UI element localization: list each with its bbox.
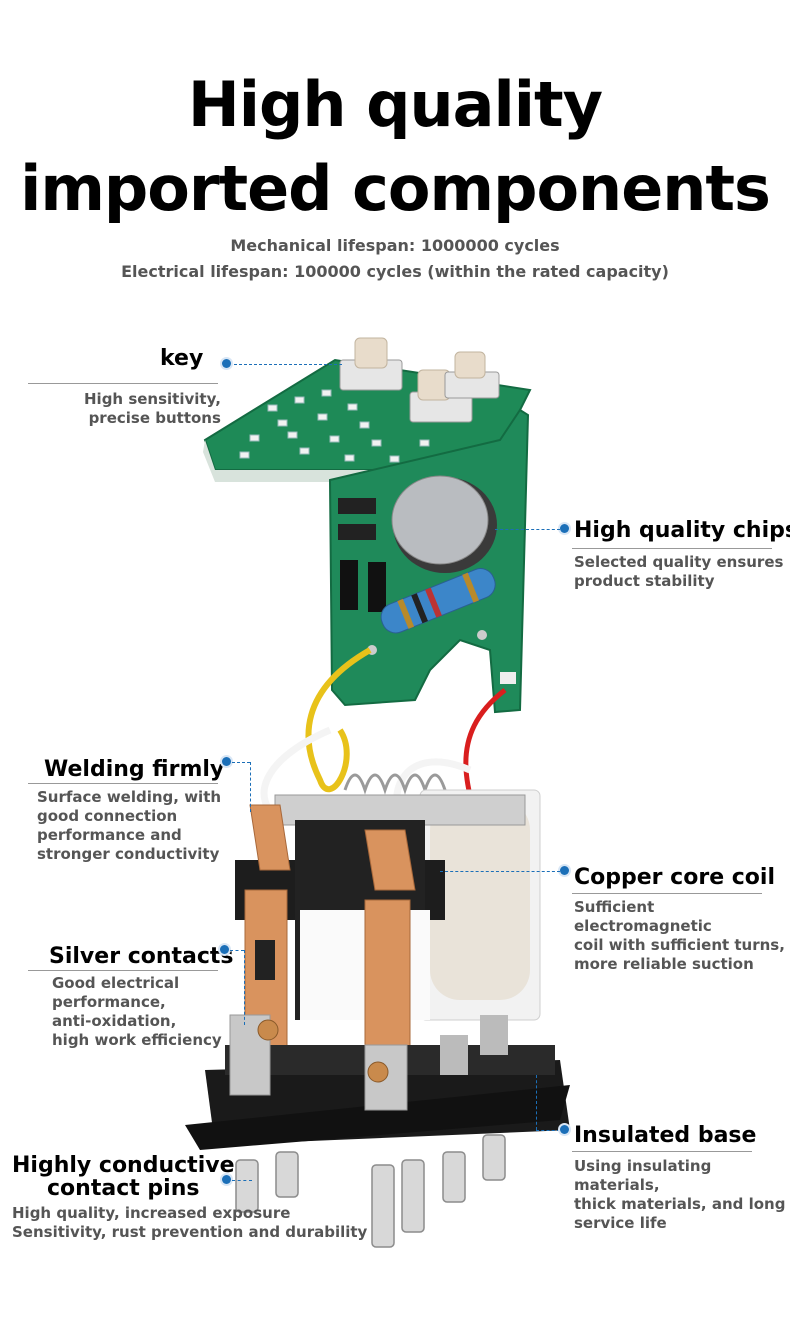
callout-silver-desc: Good electrical performance, anti-oxidat…: [52, 974, 222, 1050]
welding-desc-line-4: stronger conductivity: [37, 845, 220, 863]
relay-body: [235, 789, 541, 1086]
base-desc-line-1: Using insulating materials,: [574, 1157, 712, 1194]
key-desc-line-1: High sensitivity,: [84, 390, 221, 408]
coil-desc-line-2: coil with sufficient turns,: [574, 936, 785, 954]
silver-desc-line-2: performance,: [52, 993, 166, 1011]
base-marker-dot: [560, 1125, 569, 1134]
callout-key-desc: High sensitivity, precise buttons: [84, 390, 221, 428]
welding-desc-line-1: Surface welding, with: [37, 788, 222, 806]
contact-pins: [235, 1134, 506, 1248]
pins-leader-line: [232, 1180, 252, 1181]
base-underline: [572, 1151, 752, 1152]
silver-marker-dot: [220, 945, 229, 954]
callout-welding-desc: Surface welding, with good connection pe…: [37, 788, 221, 864]
welding-underline: [28, 783, 218, 784]
callout-key: key: [160, 346, 203, 371]
pins-marker-dot: [222, 1175, 231, 1184]
chips-desc-line-1: Selected quality ensures: [574, 553, 784, 571]
coil-leader-line: [440, 871, 560, 872]
callout-silver: Silver contacts: [49, 944, 234, 969]
page-title-line-2: imported components: [20, 152, 771, 225]
silver-desc-line-4: high work efficiency: [52, 1031, 222, 1049]
electrical-lifespan-text: Electrical lifespan: 100000 cycles (with…: [121, 262, 669, 281]
coil-title: Copper core coil: [574, 865, 776, 890]
callout-pins-desc: High quality, increased exposure Sensiti…: [12, 1204, 367, 1242]
welding-desc-line-2: good connection: [37, 807, 178, 825]
base-title: Insulated base: [574, 1123, 757, 1148]
pins-title-line-1: Highly conductive: [12, 1153, 235, 1178]
callout-coil-desc: Sufficient electromagnetic coil with suf…: [574, 898, 790, 974]
coil-desc-line-1: Sufficient electromagnetic: [574, 898, 712, 935]
key-underline: [28, 383, 218, 384]
silver-underline: [28, 970, 218, 971]
pins-title-line-2: contact pins: [47, 1176, 200, 1201]
welding-marker-dot: [222, 757, 231, 766]
key-marker-dot: [222, 359, 231, 368]
callout-base-desc: Using insulating materials, thick materi…: [574, 1157, 790, 1233]
callout-chips: High quality chips: [574, 518, 790, 543]
key-leader-line: [234, 364, 342, 365]
chips-desc-line-2: product stability: [574, 572, 715, 590]
base-leader-vertical: [536, 1075, 537, 1130]
pins-desc-line-1: High quality, increased exposure: [12, 1204, 291, 1222]
chips-marker-dot: [560, 524, 569, 533]
control-board: [328, 408, 530, 714]
callout-pins: Highly conductive contact pins: [12, 1153, 235, 1201]
chips-leader-line: [495, 529, 560, 530]
callout-coil: Copper core coil: [574, 865, 775, 890]
key-desc-line-2: precise buttons: [88, 409, 221, 427]
silver-leader-vertical: [244, 950, 245, 1025]
base-desc-line-2: thick materials, and long: [574, 1195, 786, 1213]
welding-leader-vertical: [250, 762, 251, 812]
base-desc-line-3: service life: [574, 1214, 667, 1232]
callout-base: Insulated base: [574, 1123, 756, 1148]
chips-title: High quality chips: [574, 518, 790, 543]
coil-underline: [572, 893, 762, 894]
callout-chips-desc: Selected quality ensures product stabili…: [574, 553, 783, 591]
mechanical-lifespan-text: Mechanical lifespan: 1000000 cycles: [230, 236, 560, 255]
silver-desc-line-1: Good electrical: [52, 974, 180, 992]
chips-underline: [572, 548, 772, 549]
base-leader-line: [536, 1130, 560, 1131]
welding-desc-line-3: performance and: [37, 826, 182, 844]
key-title: key: [160, 346, 204, 371]
callout-welding: Welding firmly: [44, 757, 224, 782]
silver-leader-line: [230, 950, 244, 951]
welding-title: Welding firmly: [44, 757, 225, 782]
welding-leader-line: [232, 762, 250, 763]
socket-base: [185, 1014, 570, 1150]
page-title-line-1: High quality: [187, 68, 603, 141]
pins-desc-line-2: Sensitivity, rust prevention and durabil…: [12, 1223, 368, 1241]
silver-title: Silver contacts: [49, 944, 234, 969]
coil-desc-line-3: more reliable suction: [574, 955, 754, 973]
coil-marker-dot: [560, 866, 569, 875]
silver-desc-line-3: anti-oxidation,: [52, 1012, 177, 1030]
